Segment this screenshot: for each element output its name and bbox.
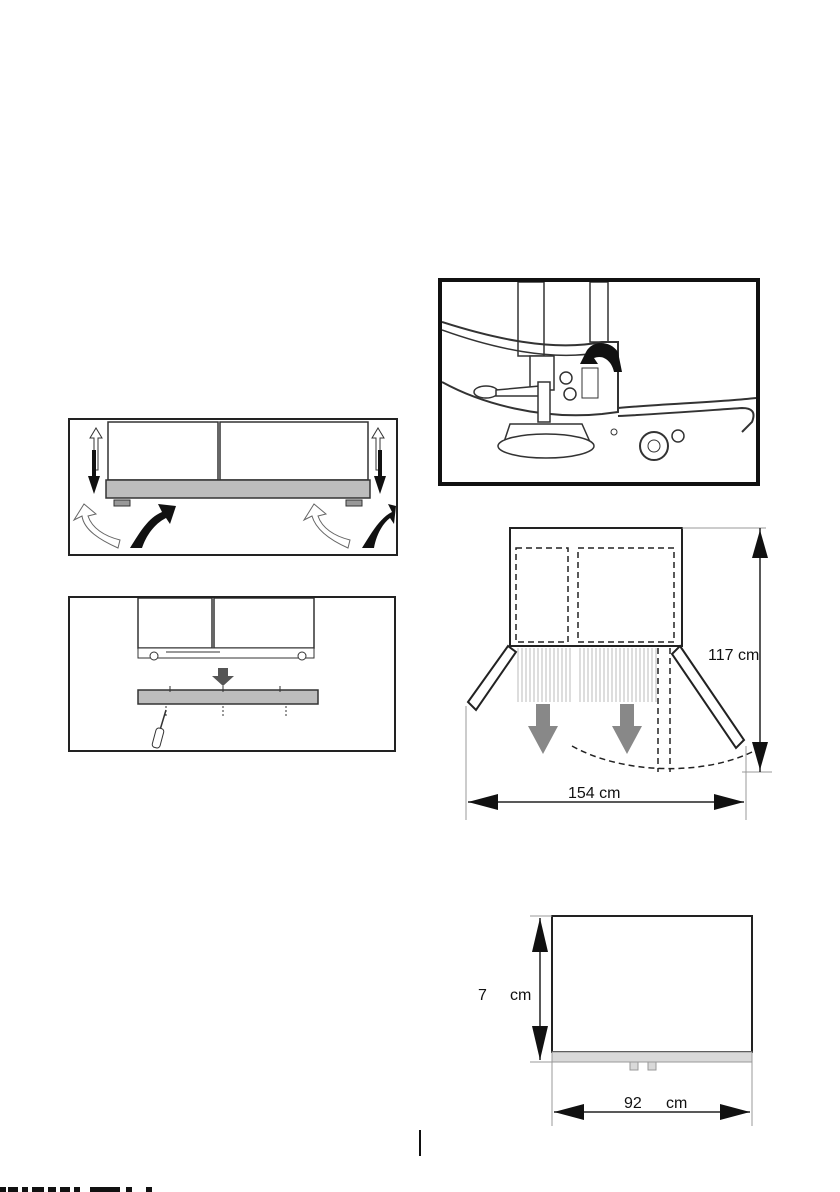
arrow-up-down-icon (88, 428, 102, 494)
page-marker (419, 1130, 421, 1156)
plinth-strip (552, 1052, 752, 1062)
plinth-adjust-drawing (70, 420, 396, 554)
arrow-up-down-icon (372, 428, 386, 494)
curved-arrow-icon (304, 504, 396, 548)
plinth-panel (106, 480, 370, 498)
figure-front-dimensions: 7 cm 92 cm (470, 910, 770, 1130)
figure-plinth-adjust (68, 418, 398, 556)
height-dimension-label: 117 cm (708, 647, 759, 664)
footer-barcode (0, 1184, 160, 1192)
figure-door-clearance: 117 cm 154 cm (462, 526, 782, 820)
figure-plinth-attach (68, 596, 396, 752)
door-clearance-drawing: 117 cm 154 cm (462, 526, 782, 820)
width-unit-label: cm (666, 1095, 687, 1112)
front-dimensions-drawing: 7 cm 92 cm (470, 910, 770, 1130)
height-value-label: 7 (478, 987, 487, 1004)
screwdriver-icon (152, 710, 166, 749)
width-value-label: 92 (624, 1095, 642, 1112)
figure-foot-closeup (438, 278, 760, 486)
foot-closeup-drawing (442, 282, 756, 482)
width-dimension-label: 154 cm (568, 785, 620, 802)
down-arrow-icon (212, 668, 234, 686)
plinth-piece (138, 690, 318, 704)
plinth-attach-drawing (70, 598, 394, 750)
height-unit-label: cm (510, 987, 531, 1004)
down-arrow-icon (612, 704, 642, 754)
curved-arrow-icon (74, 504, 176, 548)
down-arrow-icon (528, 704, 558, 754)
